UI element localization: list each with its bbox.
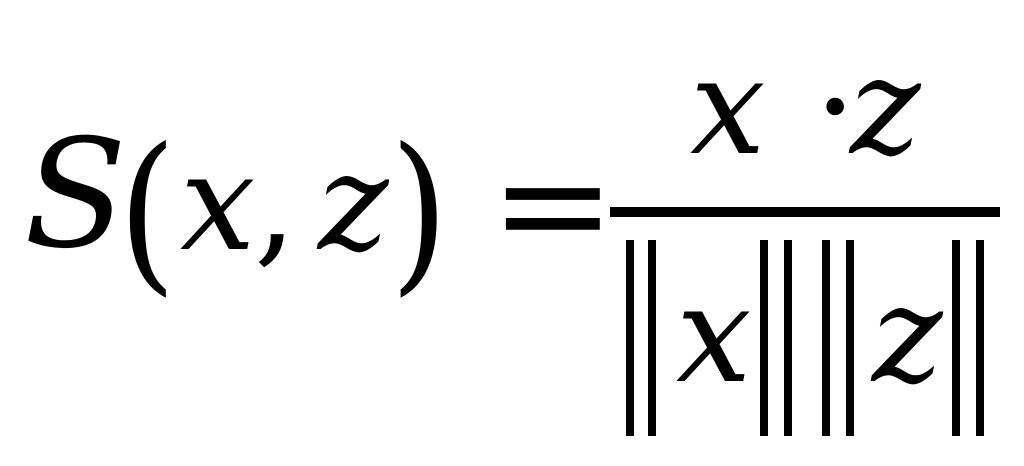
close-parenthesis: ) <box>390 112 449 313</box>
equals-sign: = <box>490 118 616 292</box>
norm-bar-x-right-inner <box>760 240 768 436</box>
argument-x: x <box>180 125 256 281</box>
numerator-x: x <box>690 29 766 185</box>
norm-bar-x-right-outer <box>784 240 792 436</box>
denominator-z: z <box>872 257 943 413</box>
numerator-z: z <box>850 29 921 185</box>
norm-bar-z-left-inner <box>846 240 854 436</box>
norm-bar-x-left-inner <box>648 240 656 436</box>
function-symbol: S <box>24 108 127 282</box>
argument-z: z <box>318 125 389 281</box>
fraction-bar <box>610 207 1000 217</box>
denominator-x: x <box>676 257 752 413</box>
norm-bar-z-left-outer <box>822 240 830 436</box>
dot-operator: · <box>814 29 857 185</box>
norm-bar-x-left-outer <box>626 240 634 436</box>
open-parenthesis: ( <box>118 112 177 313</box>
norm-bar-z-right-outer <box>976 240 984 436</box>
argument-separator: , <box>254 125 297 281</box>
norm-bar-z-right-inner <box>952 240 960 436</box>
